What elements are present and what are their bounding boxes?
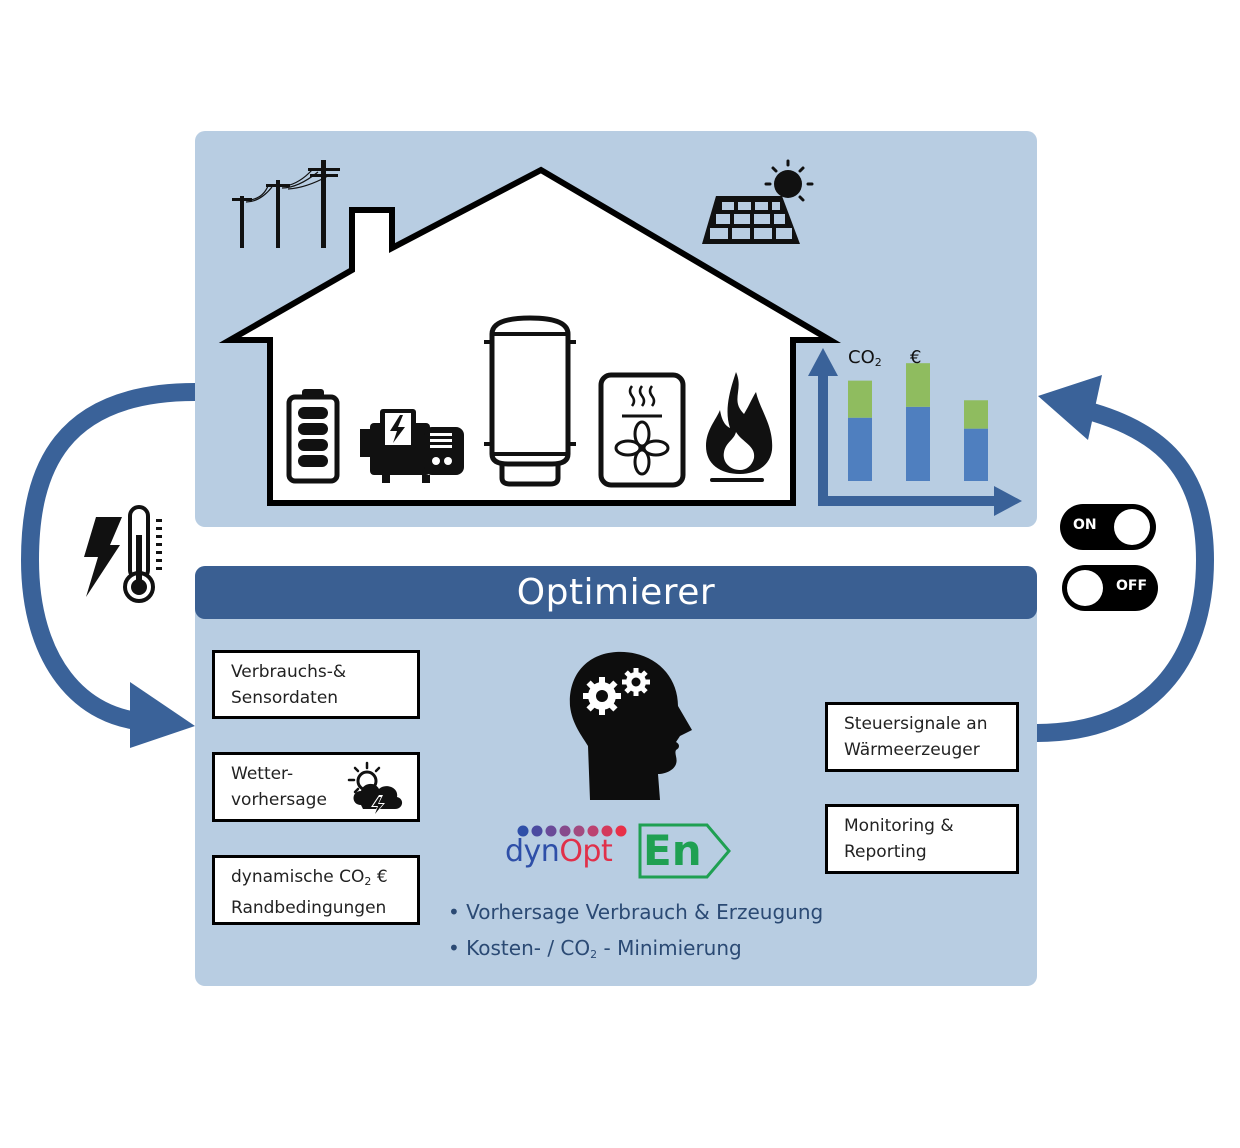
chart-y-arrow <box>808 348 838 376</box>
logo-dot <box>517 825 529 837</box>
logo-dot <box>615 825 627 837</box>
input-box-consumption: Verbrauchs-& Sensordaten <box>212 650 420 719</box>
logo-dot <box>601 825 613 837</box>
output-line: Reporting <box>844 842 927 862</box>
optimizer-features: Vorhersage Verbrauch & Erzeugung Kosten-… <box>448 894 823 973</box>
output-line: Monitoring & <box>844 816 954 836</box>
feature-item: Vorhersage Verbrauch & Erzeugung <box>448 894 823 930</box>
logo-dot <box>545 825 557 837</box>
logo-en: En <box>643 826 702 875</box>
logo-wordmark: dynOpt <box>505 834 613 869</box>
logo-dot <box>573 825 585 837</box>
left-cycle-arrow <box>20 383 196 731</box>
thermometer-icon <box>123 505 162 603</box>
toggle-off-label: OFF <box>1116 578 1148 594</box>
output-line: Steuersignale an <box>844 714 988 734</box>
output-box-control-signals: Steuersignale an Wärmeerzeuger <box>825 702 1019 772</box>
input-line: dynamische CO2 € <box>231 867 388 888</box>
optimizer-title: Optimierer <box>195 566 1037 619</box>
toggle-knob <box>1067 570 1103 606</box>
left-arrow-head <box>130 682 195 748</box>
bar-top-2 <box>906 363 930 407</box>
heat-pump-icon <box>598 372 686 488</box>
input-line: Randbedingungen <box>231 898 387 918</box>
input-line: Sensordaten <box>231 688 339 708</box>
dynopten-logo: dynOpt En <box>503 822 733 882</box>
chart-label-euro: € <box>910 347 922 368</box>
input-box-weather: Wetter- vorhersage <box>212 752 420 822</box>
toggle-off[interactable]: OFF <box>1062 565 1158 611</box>
weather-storm-icon <box>347 761 403 817</box>
lightning-icon <box>84 517 122 597</box>
input-line: vorhersage <box>231 790 327 810</box>
logo-dots <box>517 825 627 837</box>
feature-item: Kosten- / CO2 - Minimierung <box>448 930 823 973</box>
co2-cost-chart <box>808 348 1022 516</box>
solar-panel-icon <box>702 159 814 244</box>
flame-icon <box>706 372 773 482</box>
bar-top-1 <box>848 380 872 418</box>
logo-opt: Opt <box>559 834 613 869</box>
chart-y-axis <box>818 360 828 506</box>
logo-dot <box>587 825 599 837</box>
toggle-on[interactable]: ON <box>1060 504 1156 550</box>
right-cycle-arrow <box>1036 401 1215 742</box>
energy-weather-icons <box>84 505 162 603</box>
bar-top-3 <box>964 400 988 429</box>
input-line: Verbrauchs-& <box>231 662 347 682</box>
battery-icon <box>286 389 340 484</box>
bar-base-2 <box>906 406 930 481</box>
logo-dot <box>531 825 543 837</box>
toggle-knob <box>1114 509 1150 545</box>
input-box-dynamic-constraints: dynamische CO2 € Randbedingungen <box>212 855 420 925</box>
chart-label-co2: CO2 <box>848 347 882 369</box>
input-line: Wetter- <box>231 764 294 784</box>
output-box-monitoring: Monitoring & Reporting <box>825 804 1019 874</box>
logo-dyn: dyn <box>505 834 560 869</box>
toggle-on-label: ON <box>1073 517 1097 533</box>
power-lines-icon <box>232 160 340 248</box>
bar-base-1 <box>848 417 872 481</box>
storage-tank-icon <box>484 315 576 487</box>
head-gears-icon <box>569 651 692 800</box>
bar-base-3 <box>964 428 988 481</box>
generator-icon <box>360 409 464 483</box>
output-line: Wärmeerzeuger <box>844 740 980 760</box>
chart-x-axis <box>818 496 998 506</box>
right-arrow-head <box>1038 375 1102 440</box>
logo-en-tag <box>638 823 731 879</box>
logo-dot <box>559 825 571 837</box>
chart-x-arrow <box>994 486 1022 516</box>
